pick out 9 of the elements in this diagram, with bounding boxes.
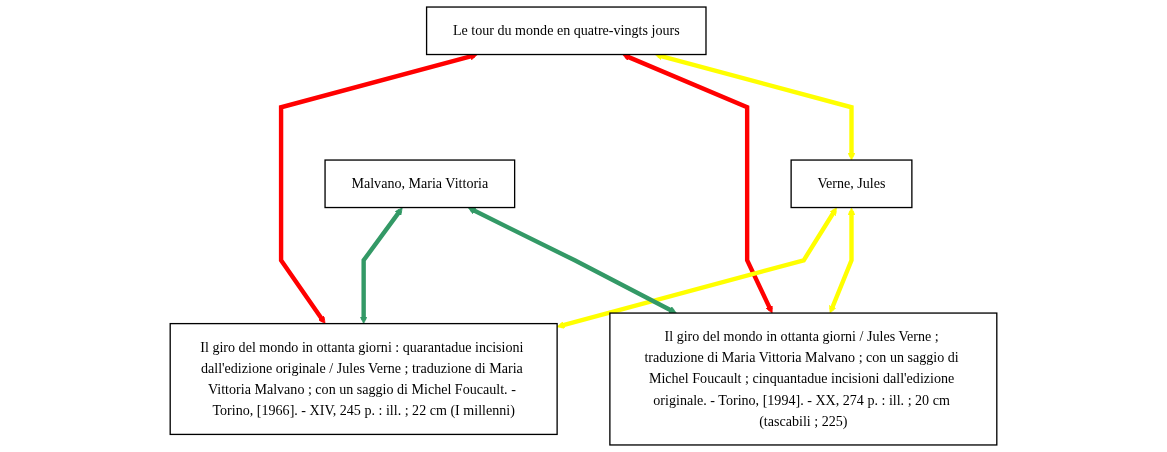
node-box: Malvano, Maria Vittoria bbox=[324, 159, 516, 209]
arrow bbox=[829, 207, 856, 314]
arrow bbox=[622, 53, 773, 314]
node-box: Il giro del mondo in ottanta giorni / Jules Verne ; traduzione di Maria Vittoria Malvano ; con un saggio di Michel Foucault ; cinquantadue incisioni dall'edizione originale. - Torino, [1994]. - XX, 274 p. : ill. ; 20 cm (tascabili ; 225) bbox=[609, 312, 998, 446]
arrow bbox=[359, 207, 403, 324]
node-box: Verne, Jules bbox=[790, 159, 913, 209]
node-box: Il giro del mondo in ottanta giorni : quarantadue incisioni dall'edizione originale / Jules Verne ; traduzione di Maria Vittoria Malvano ; con un saggio di Michel Foucault. - Torino, [1966]. - XIV, 245 p. : ill. ; 22 cm (I millenni) bbox=[169, 322, 558, 436]
node-box: Le tour du monde en quatre-vingts jours bbox=[425, 6, 707, 56]
arrow bbox=[467, 207, 677, 314]
